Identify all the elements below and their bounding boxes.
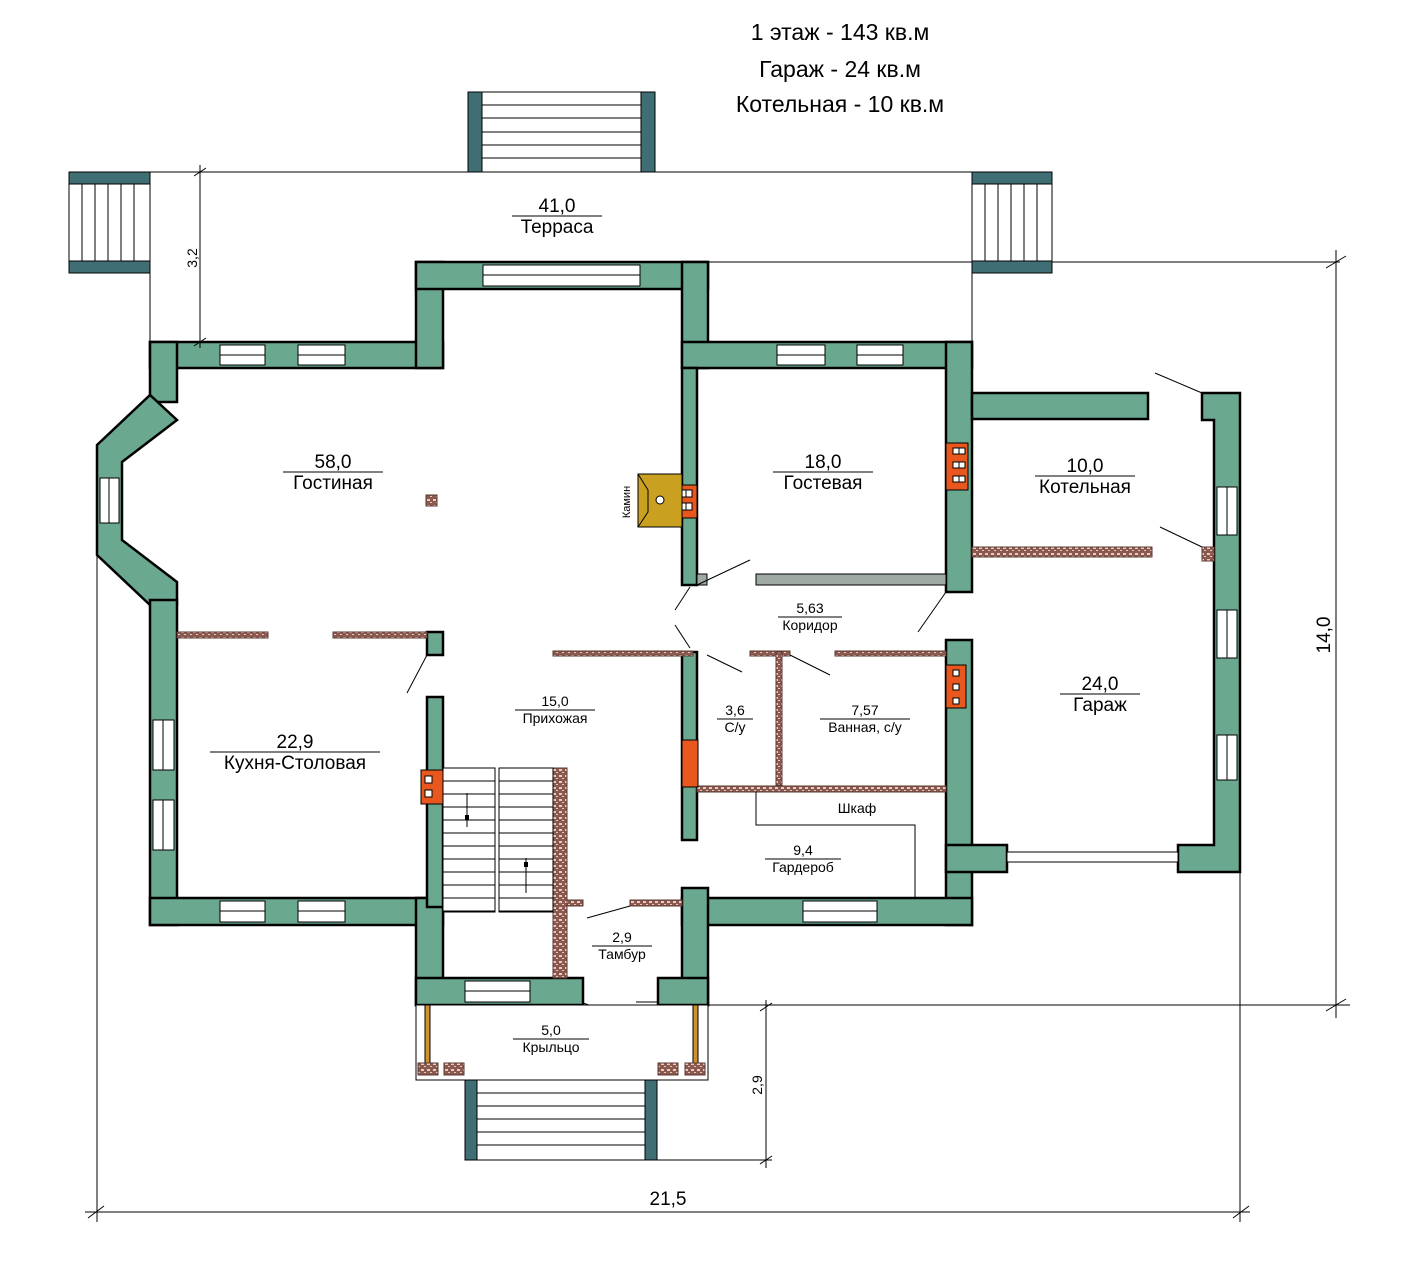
room-area-porch: 5,0 xyxy=(541,1022,561,1038)
room-labels: 41,0Терраса58,0Гостиная18,0Гостевая10,0К… xyxy=(210,196,1140,1055)
room-name-vestibule: Тамбур xyxy=(598,946,646,962)
room-name-hall: Прихожая xyxy=(523,710,588,726)
fireplace-label: Камин xyxy=(621,486,633,518)
room-area-terrace: 41,0 xyxy=(539,196,576,217)
dimension-porch: 2,9 xyxy=(749,1075,765,1095)
room-name-guest: Гостевая xyxy=(784,473,863,494)
room-name-closet: Шкаф xyxy=(838,800,877,816)
chimneys xyxy=(420,442,969,805)
chimney-icon xyxy=(420,769,444,805)
terrace-stairs-right xyxy=(971,171,1053,274)
room-name-bath: Ванная, с/у xyxy=(828,719,902,735)
room-area-guest: 18,0 xyxy=(805,452,842,473)
fireplace: Камин xyxy=(621,473,683,528)
title-block: 1 этаж - 143 кв.м Гараж - 24 кв.м Котель… xyxy=(736,19,944,117)
room-name-corridor: Коридор xyxy=(782,617,838,633)
closet-outline xyxy=(755,792,916,898)
room-area-hall: 15,0 xyxy=(541,693,568,709)
staircase xyxy=(442,767,554,913)
porch xyxy=(415,1004,709,1161)
room-area-corridor: 5,63 xyxy=(796,600,823,616)
room-name-terrace: Терраса xyxy=(521,217,594,238)
room-area-wardrobe: 9,4 xyxy=(793,842,813,858)
terrace-stairs-top xyxy=(467,91,656,173)
room-area-vestibule: 2,9 xyxy=(612,929,632,945)
title-floor-area: 1 этаж - 143 кв.м xyxy=(751,19,930,45)
room-area-kitchen: 22,9 xyxy=(277,732,314,753)
dimension-width: 21,5 xyxy=(650,1189,687,1210)
title-boiler-area: Котельная - 10 кв.м xyxy=(736,91,944,117)
room-name-wc: С/у xyxy=(725,719,746,735)
dimension-depth: 14,0 xyxy=(1314,617,1335,654)
room-name-wardrobe: Гардероб xyxy=(772,859,834,875)
terrace xyxy=(149,171,1340,342)
room-area-wc: 3,6 xyxy=(725,702,745,718)
room-area-living: 58,0 xyxy=(315,452,352,473)
terrace-stairs-left xyxy=(68,171,151,274)
chimney-icon xyxy=(681,739,699,788)
room-area-bath: 7,57 xyxy=(851,702,878,718)
dimension-terrace: 3,2 xyxy=(184,248,200,268)
dimension-lines xyxy=(85,165,1350,1222)
doors xyxy=(406,372,1203,1021)
room-area-boiler: 10,0 xyxy=(1067,456,1104,477)
room-area-garage: 24,0 xyxy=(1082,674,1119,695)
windows xyxy=(99,264,1238,1003)
room-name-boiler: Котельная xyxy=(1039,477,1131,498)
title-garage-area: Гараж - 24 кв.м xyxy=(759,56,921,82)
room-name-living: Гостиная xyxy=(293,473,373,494)
room-name-garage: Гараж xyxy=(1073,695,1127,716)
room-name-porch: Крыльцо xyxy=(522,1039,579,1055)
room-name-kitchen: Кухня-Столовая xyxy=(224,753,366,774)
partitions xyxy=(176,494,1215,979)
